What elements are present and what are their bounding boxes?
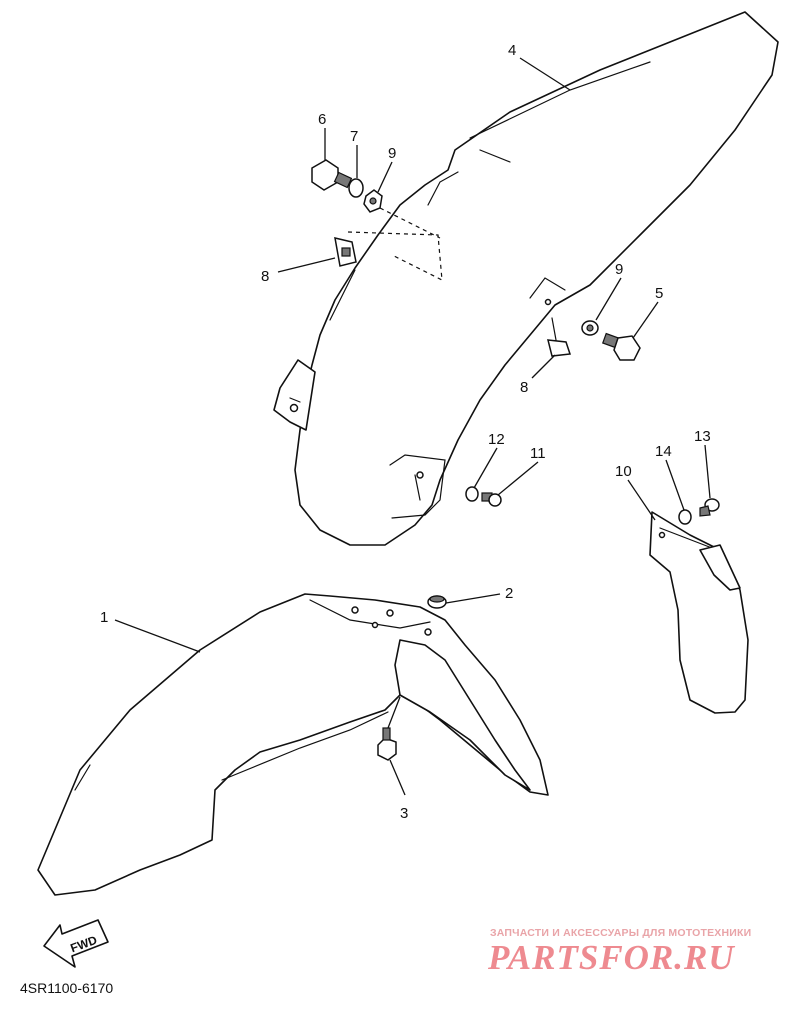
callout-9-lower: 9 [615,261,623,278]
callout-11: 11 [530,445,546,462]
callout-14: 14 [655,443,672,460]
callout-7: 7 [350,128,358,145]
clip-8-top[interactable] [334,237,357,267]
callout-4: 4 [508,42,516,59]
watermark-logo: PARTSFOR.RU [488,938,735,977]
watermark-tagline: ЗАПЧАСТИ И АКСЕССУАРЫ ДЛЯ МОТОТЕХНИКИ [490,927,752,939]
callout-13: 13 [694,428,711,445]
fork-guard[interactable] [649,511,749,714]
callout-9-top: 9 [388,145,396,162]
callout-10: 10 [615,463,632,480]
bolt-6[interactable] [311,159,353,191]
screw-11[interactable] [481,492,502,507]
guide-line-top [379,207,441,239]
nut-9-lower[interactable] [581,320,599,336]
callout-2: 2 [505,585,513,602]
diagram-code: 4SR1100-6170 [20,980,114,996]
guide-line [347,231,443,282]
callout-8-lower: 8 [520,379,528,396]
grommet-2[interactable] [427,595,447,609]
leader-lines [114,57,711,796]
rear-fender[interactable] [273,11,779,546]
fwd-arrow-icon: FWD [43,919,109,968]
washer-7[interactable] [348,178,364,198]
callout-12: 12 [488,431,505,448]
callout-8-top: 8 [261,268,269,285]
callout-3: 3 [400,805,408,822]
nut-9-top[interactable] [363,189,383,213]
screw-13[interactable] [699,498,720,517]
bolt-3[interactable] [377,727,397,761]
callout-5: 5 [655,285,663,302]
callout-1: 1 [100,609,108,626]
washer-14[interactable] [678,509,692,525]
front-fender[interactable] [37,593,549,896]
clip-8-lower[interactable] [547,317,572,357]
callout-6: 6 [318,111,326,128]
bolt-5[interactable] [602,332,641,361]
nut-12[interactable] [465,486,479,502]
